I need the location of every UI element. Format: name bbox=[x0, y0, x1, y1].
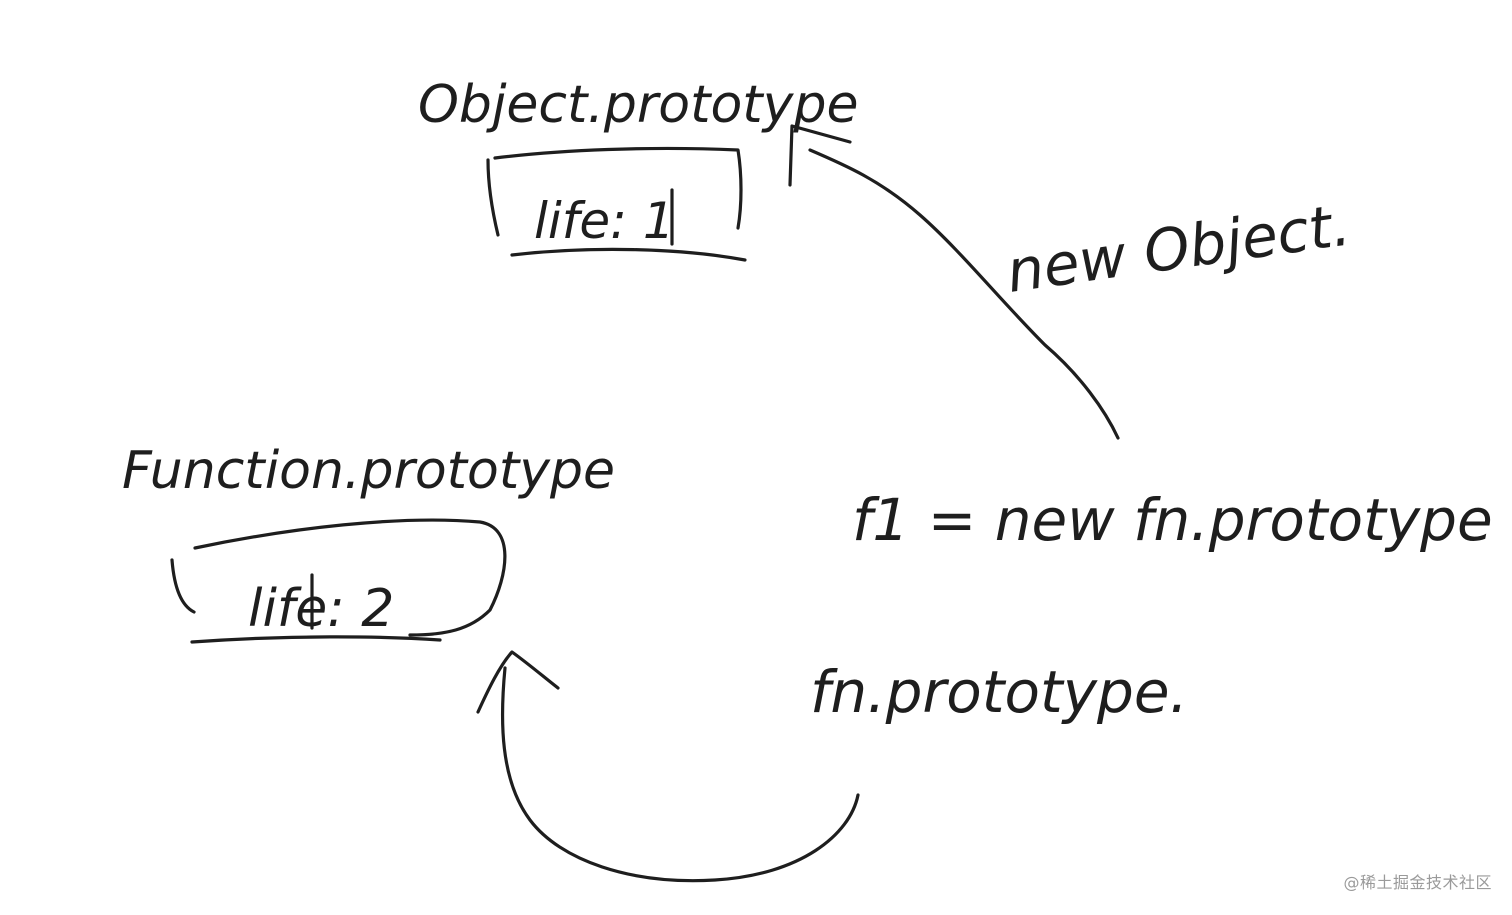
arrowhead-fn-to-function bbox=[476, 650, 560, 714]
f1-instance-label: f1 = new fn.prototype bbox=[852, 486, 1493, 554]
object-prototype-title: Object.prototype bbox=[418, 75, 858, 135]
object-prototype-property: life: 1 bbox=[534, 192, 675, 250]
function-prototype-title: Function.prototype bbox=[122, 441, 615, 501]
f1-instance-node: f1 = new fn.prototype bbox=[852, 486, 1493, 554]
edge-fn-to-function-prototype bbox=[476, 650, 860, 883]
function-prototype-property: life: 2 bbox=[248, 579, 394, 639]
edge-new-object: new Object. bbox=[788, 124, 1354, 440]
arrow-line-new-object bbox=[808, 148, 1120, 440]
object-prototype-node: Object.prototype life: 1 bbox=[418, 75, 858, 262]
edge-new-object-label: new Object. bbox=[1002, 190, 1354, 305]
arrow-line-fn-to-function bbox=[500, 666, 860, 883]
fn-prototype-node: fn.prototype. bbox=[810, 658, 1188, 726]
object-prototype-box bbox=[486, 146, 747, 262]
fn-prototype-label: fn.prototype. bbox=[810, 658, 1188, 726]
watermark: @稀土掘金技术社区 bbox=[1343, 873, 1492, 892]
function-prototype-node: Function.prototype life: 2 bbox=[122, 441, 615, 644]
arrowhead-new-object bbox=[788, 124, 852, 187]
function-prototype-box bbox=[170, 518, 507, 644]
